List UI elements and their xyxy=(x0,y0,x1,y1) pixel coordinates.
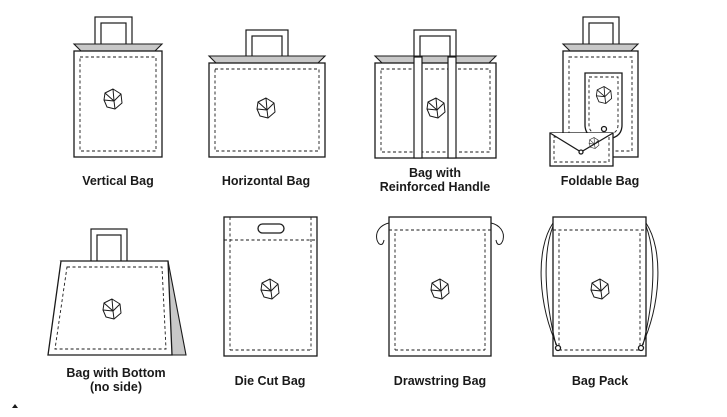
corner-mark-icon xyxy=(12,404,18,408)
label-die-cut-bag: Die Cut Bag xyxy=(234,374,306,388)
foldable-bag xyxy=(549,16,640,167)
label-horizontal-bag: Horizontal Bag xyxy=(221,174,311,188)
label-bottom-bag: Bag with Bottom (no side) xyxy=(66,366,166,394)
drawstring-cord-icon xyxy=(376,222,390,245)
reinforced-handle-bag xyxy=(373,29,498,159)
bottom-bag xyxy=(47,228,187,356)
label-vertical-bag: Vertical Bag xyxy=(82,174,154,188)
die-cut-bag xyxy=(223,216,318,357)
label-drawstring-bag: Drawstring Bag xyxy=(393,374,487,388)
horizontal-bag xyxy=(207,29,327,158)
label-reinforced-handle-bag: Bag with Reinforced Handle xyxy=(379,166,491,194)
drawstring-bag xyxy=(376,216,504,357)
label-foldable-bag: Foldable Bag xyxy=(560,174,640,188)
bag-pack xyxy=(540,216,659,357)
vertical-bag xyxy=(72,16,164,158)
label-bag-pack: Bag Pack xyxy=(571,374,629,388)
